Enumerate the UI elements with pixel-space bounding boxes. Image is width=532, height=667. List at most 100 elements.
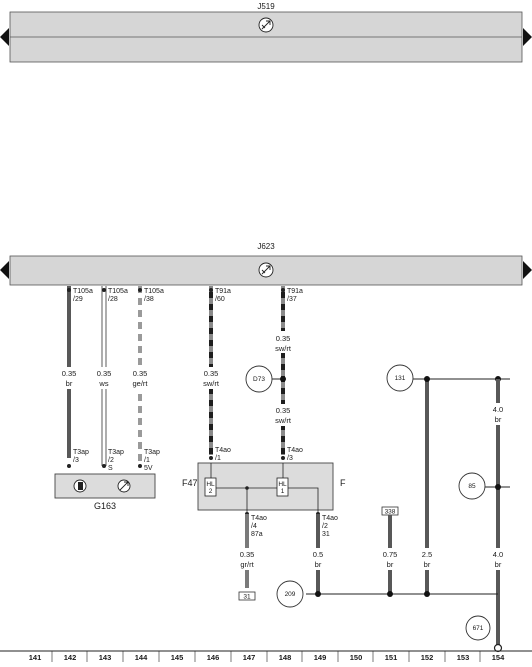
label-mask	[305, 548, 331, 570]
pin-dot	[102, 464, 106, 468]
wire-154a-color: br	[495, 415, 502, 424]
track-number: 150	[350, 653, 363, 662]
label-mask	[92, 367, 116, 389]
pin-dot	[281, 456, 285, 460]
pin-dot	[67, 464, 71, 468]
splice-dot	[280, 376, 286, 382]
hl1-label-bottom: 1	[281, 488, 285, 495]
track-ticks	[51, 651, 481, 662]
pin-dot	[209, 288, 213, 292]
track-number: 145	[171, 653, 184, 662]
ground-point-icon	[493, 643, 503, 653]
f-label: F	[340, 478, 346, 488]
label-mask	[268, 331, 298, 353]
f47-internal-wiring	[210, 463, 319, 514]
wire-149-size: 0.5	[313, 550, 323, 559]
wire-146-size: 0.35	[204, 369, 219, 378]
d73-reference-bubble	[245, 365, 273, 393]
t91a-37-name: T91a	[287, 288, 303, 295]
f47-label: F47	[182, 478, 198, 488]
track-number: 143	[99, 653, 112, 662]
t105a-38-pin: /38	[144, 296, 154, 303]
b209-reference-bubble	[276, 580, 304, 608]
label-mask	[413, 548, 441, 570]
j623-title: J623	[257, 242, 275, 251]
t3ap-1-signal: 5V	[144, 465, 153, 472]
b671-reference-bubble	[465, 615, 491, 641]
track-number: 148	[279, 653, 292, 662]
t4ao-4-terminal: 87a	[251, 531, 263, 538]
t3ap-1-pin: /1	[144, 457, 150, 464]
t4ao-3-name: T4ao	[287, 447, 303, 454]
label-mask	[127, 367, 153, 389]
wire-143-color: ws	[98, 379, 108, 388]
wire-142-size: 0.35	[62, 369, 77, 378]
t3ap-2-signal: S	[108, 465, 113, 472]
b209-label: 209	[285, 591, 296, 598]
wire-148a-size: 0.35	[276, 334, 291, 343]
t4ao-4-pin: /4	[251, 523, 257, 530]
g163-control-icon	[117, 479, 131, 493]
t4ao-2-terminal: 31	[322, 531, 330, 538]
j623-right-arrow-icon	[523, 261, 532, 279]
wire-148b-size: 0.35	[276, 406, 291, 415]
b85-reference-bubble	[458, 472, 486, 500]
splice-dot	[387, 591, 393, 597]
track-number: 153	[457, 653, 470, 662]
j623-left-arrow-icon	[0, 261, 9, 279]
f47-component	[197, 462, 334, 511]
track-number: 151	[385, 653, 398, 662]
j623-control-unit-icon	[258, 262, 274, 278]
t91a-37-pin: /37	[287, 296, 297, 303]
t4ao-3-pin: /3	[287, 455, 293, 462]
splice-dot	[315, 591, 321, 597]
pin-dot	[138, 464, 142, 468]
b85-label: 85	[468, 483, 476, 490]
b671-label: 671	[473, 625, 484, 632]
t3ap-3-name: T3ap	[73, 449, 89, 456]
splice-dot	[495, 484, 501, 490]
label-mask	[57, 367, 81, 389]
wire-143-size: 0.35	[97, 369, 112, 378]
wire-148b-color: sw/rt	[275, 416, 292, 425]
hl2-switch	[204, 477, 217, 497]
j519-left-arrow-icon	[0, 28, 9, 46]
label-mask	[376, 548, 404, 570]
wire-152-color: br	[424, 560, 431, 569]
t3ap-2-name: T3ap	[108, 449, 124, 456]
wire-154a-size: 4.0	[493, 405, 503, 414]
wire-149-color: br	[315, 560, 322, 569]
b131-label: 131	[395, 375, 406, 382]
hl2-label-top: HL	[206, 481, 215, 488]
wire-147-color: gr/rt	[240, 560, 254, 569]
track-number: 154	[492, 653, 505, 662]
pin-dot	[67, 288, 71, 292]
wire-144-color: ge/rt	[132, 379, 148, 388]
splice-dot	[424, 591, 430, 597]
hl1-switch	[276, 477, 289, 497]
t3ap-1-name: T3ap	[144, 449, 160, 456]
label-mask	[197, 367, 225, 389]
track-number: 146	[207, 653, 220, 662]
track-numbers: 141 142 143 144 145 146 147 148 149 150 …	[29, 653, 505, 662]
g163-component	[54, 473, 156, 499]
label-mask	[268, 404, 298, 426]
t3ap-3-pin: /3	[73, 457, 79, 464]
t91a-60-pin: /60	[215, 296, 225, 303]
g163-label: G163	[94, 501, 116, 511]
splice-dot	[424, 376, 430, 382]
g163-sensor-icon	[73, 479, 87, 493]
wire-147-size: 0.35	[240, 550, 255, 559]
pin-dot	[138, 288, 142, 292]
t4ao-4-name: T4ao	[251, 515, 267, 522]
t4ao-2-pin: /2	[322, 523, 328, 530]
t4ao-1-name: T4ao	[215, 447, 231, 454]
j519-right-arrow-icon	[523, 28, 532, 46]
track-number: 149	[314, 653, 327, 662]
ref-31-box	[238, 591, 256, 601]
label-mask	[484, 403, 512, 425]
t105a-29-pin: /29	[73, 296, 83, 303]
wire-154b-size: 4.0	[493, 550, 503, 559]
ref-338-label: 338	[385, 509, 396, 516]
